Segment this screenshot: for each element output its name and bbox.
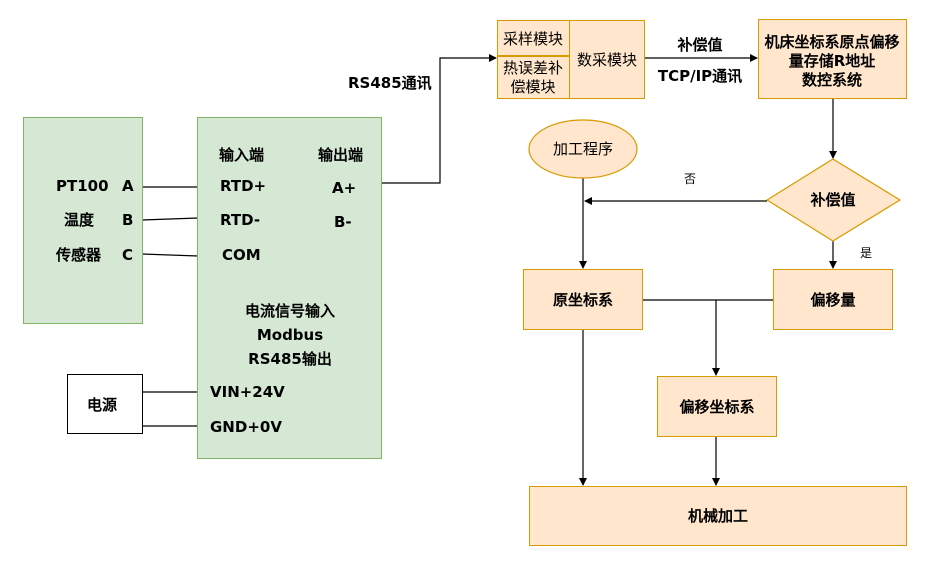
wire-b-rtd-minus <box>141 217 199 221</box>
sensor-pin-a: A <box>122 177 134 195</box>
converter-vin: VIN+24V <box>210 383 285 401</box>
power-box <box>67 374 143 434</box>
converter-output-b-minus: B- <box>334 213 352 231</box>
program-label: 加工程序 <box>552 140 614 158</box>
thermal-module-box <box>497 56 570 99</box>
offset-box <box>773 269 893 330</box>
converter-desc-line1: 电流信号输入 <box>244 302 336 320</box>
converter-desc-line3: RS485输出 <box>248 350 332 368</box>
converter-input-rtd-plus: RTD+ <box>220 177 267 195</box>
origin-coord-label: 原坐标系 <box>552 291 614 309</box>
converter-gnd: GND+0V <box>210 418 282 436</box>
machining-box <box>529 486 907 546</box>
wire-c-com <box>141 253 199 257</box>
decision-no-label: 否 <box>683 172 697 186</box>
converter-input-rtd-minus: RTD- <box>220 211 261 229</box>
converter-output-header: 输出端 <box>318 146 364 164</box>
cnc-box <box>758 19 907 99</box>
thermal-module-line1: 热误差补 <box>502 59 564 77</box>
sensor-pin-b: B <box>122 211 134 229</box>
machining-label: 机械加工 <box>687 507 749 525</box>
converter-input-com: COM <box>222 246 261 264</box>
sampling-module-box <box>497 20 570 56</box>
cnc-line2: 量存储R地址 <box>788 52 876 70</box>
offset-label: 偏移量 <box>810 291 856 309</box>
offset-coord-label: 偏移坐标系 <box>679 398 755 416</box>
decision-diamond <box>765 158 902 242</box>
link-comp-value-label: 补偿值 <box>677 36 723 54</box>
sensor-box <box>23 117 143 324</box>
acquisition-module-label: 数采模块 <box>576 51 638 69</box>
sensor-model: PT100 <box>56 177 109 195</box>
cnc-line1: 机床坐标系原点偏移 <box>764 33 900 51</box>
sensor-label-sensor: 传感器 <box>56 246 102 264</box>
sensor-pin-c: C <box>122 246 134 264</box>
link-rs485-label: RS485通讯 <box>348 74 432 92</box>
sensor-label-temperature: 温度 <box>64 211 95 229</box>
program-ellipse <box>528 119 638 179</box>
decision-label: 补偿值 <box>810 191 856 209</box>
link-tcpip-label: TCP/IP通讯 <box>657 67 743 85</box>
wire-rs485 <box>382 54 497 184</box>
decision-yes-label: 是 <box>859 246 873 260</box>
converter-input-header: 输入端 <box>219 146 265 164</box>
origin-coord-box <box>523 269 643 330</box>
converter-output-a-plus: A+ <box>332 179 357 197</box>
cnc-line3: 数控系统 <box>801 71 863 89</box>
converter-desc-line2: Modbus <box>256 326 324 344</box>
converter-box <box>197 117 382 459</box>
thermal-module-line2: 偿模块 <box>510 78 556 96</box>
sampling-module-label: 采样模块 <box>502 30 564 48</box>
power-label: 电源 <box>87 396 118 414</box>
offset-coord-box <box>657 376 777 437</box>
